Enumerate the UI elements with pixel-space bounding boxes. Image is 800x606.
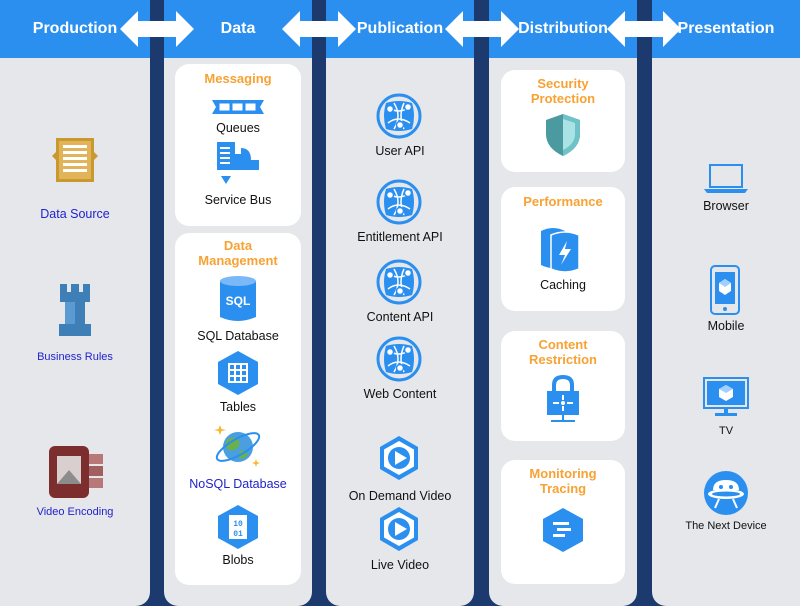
content-restriction-title-line1: Content xyxy=(538,337,588,352)
entitlement-api-label: Entitlement API xyxy=(357,230,443,244)
content-restriction-card: Content Restriction xyxy=(501,331,625,441)
double-arrow-icon xyxy=(607,11,681,47)
tables-icon xyxy=(218,351,258,395)
data-management-card: Data Management SQL SQL Database Tables … xyxy=(175,233,301,585)
column-publication: Publication User API Entitlement API Con… xyxy=(326,0,474,606)
blobs-label: Blobs xyxy=(222,553,254,567)
data-source-label: Data Source xyxy=(40,207,110,221)
lock-network-icon xyxy=(547,375,579,422)
content-api-label: Content API xyxy=(366,310,434,324)
live-video-label: Live Video xyxy=(370,558,430,572)
mobile-icon xyxy=(710,265,740,315)
service-bus-label: Service Bus xyxy=(204,193,272,207)
sql-database-icon: SQL xyxy=(220,276,256,321)
browser-label: Browser xyxy=(703,199,749,213)
on-demand-video-icon xyxy=(380,436,418,480)
entitlement-api-icon xyxy=(376,179,422,225)
security-title-line1: Security xyxy=(537,76,589,91)
column-data: Data Messaging Queues Service Bus Data M… xyxy=(164,0,312,606)
mobile-label: Mobile xyxy=(707,319,745,333)
queues-icon xyxy=(212,100,264,114)
blob-icon-text-1: 10 xyxy=(233,520,243,529)
column-production: Production Data Source Business Rules Vi… xyxy=(0,0,150,606)
monitoring-title-line2: Tracing xyxy=(539,481,587,496)
data-management-title-line2: Management xyxy=(198,253,278,268)
live-video-icon xyxy=(380,507,418,551)
performance-title: Performance xyxy=(523,194,603,209)
content-restriction-title-line2: Restriction xyxy=(529,352,597,367)
shield-icon xyxy=(546,114,580,156)
sql-database-label: SQL Database xyxy=(197,329,279,343)
laptop-icon xyxy=(704,164,748,193)
video-encoding-label: Video Encoding xyxy=(36,506,114,518)
data-management-title-line1: Data xyxy=(223,238,253,253)
caching-icon xyxy=(541,228,580,273)
content-api-icon xyxy=(376,259,422,305)
data-source-icon xyxy=(52,138,98,182)
service-bus-icon xyxy=(217,142,259,184)
double-arrow-icon xyxy=(445,11,519,47)
monitoring-card: Monitoring Tracing xyxy=(501,460,625,584)
blobs-icon: 10 01 xyxy=(218,505,258,549)
messaging-title: Messaging xyxy=(204,71,272,86)
messaging-card: Messaging Queues Service Bus xyxy=(175,64,301,226)
nosql-database-label: NoSQL Database xyxy=(189,477,287,491)
tables-label: Tables xyxy=(219,400,257,414)
business-rules-label: Business Rules xyxy=(37,351,113,363)
tv-icon xyxy=(703,377,749,416)
web-content-icon xyxy=(376,336,422,382)
business-rules-icon xyxy=(59,284,91,336)
on-demand-video-label: On Demand Video xyxy=(348,489,452,503)
blob-icon-text-2: 01 xyxy=(233,530,243,539)
column-distribution: Distribution Security Protection Perform… xyxy=(489,0,637,606)
video-encoding-icon xyxy=(49,446,103,498)
tv-label: TV xyxy=(718,425,734,437)
queues-label: Queues xyxy=(216,121,260,135)
column-presentation: Presentation Browser Mobile TV The Next … xyxy=(652,0,800,606)
column-header-presentation: Presentation xyxy=(652,0,800,58)
monitoring-title-line1: Monitoring xyxy=(529,466,597,481)
next-device-icon xyxy=(704,471,748,515)
performance-card: Performance Caching xyxy=(501,187,625,311)
next-device-label: The Next Device xyxy=(685,520,767,532)
web-content-label: Web Content xyxy=(363,387,437,401)
monitoring-icon xyxy=(543,508,583,552)
double-arrow-icon xyxy=(282,11,356,47)
caching-label: Caching xyxy=(540,278,586,292)
double-arrow-icon xyxy=(120,11,194,47)
nosql-database-icon xyxy=(214,425,261,467)
user-api-label: User API xyxy=(375,144,425,158)
security-title-line2: Protection xyxy=(530,91,596,106)
user-api-icon xyxy=(376,93,422,139)
sql-icon-text: SQL xyxy=(226,294,251,308)
security-card: Security Protection xyxy=(501,70,625,172)
